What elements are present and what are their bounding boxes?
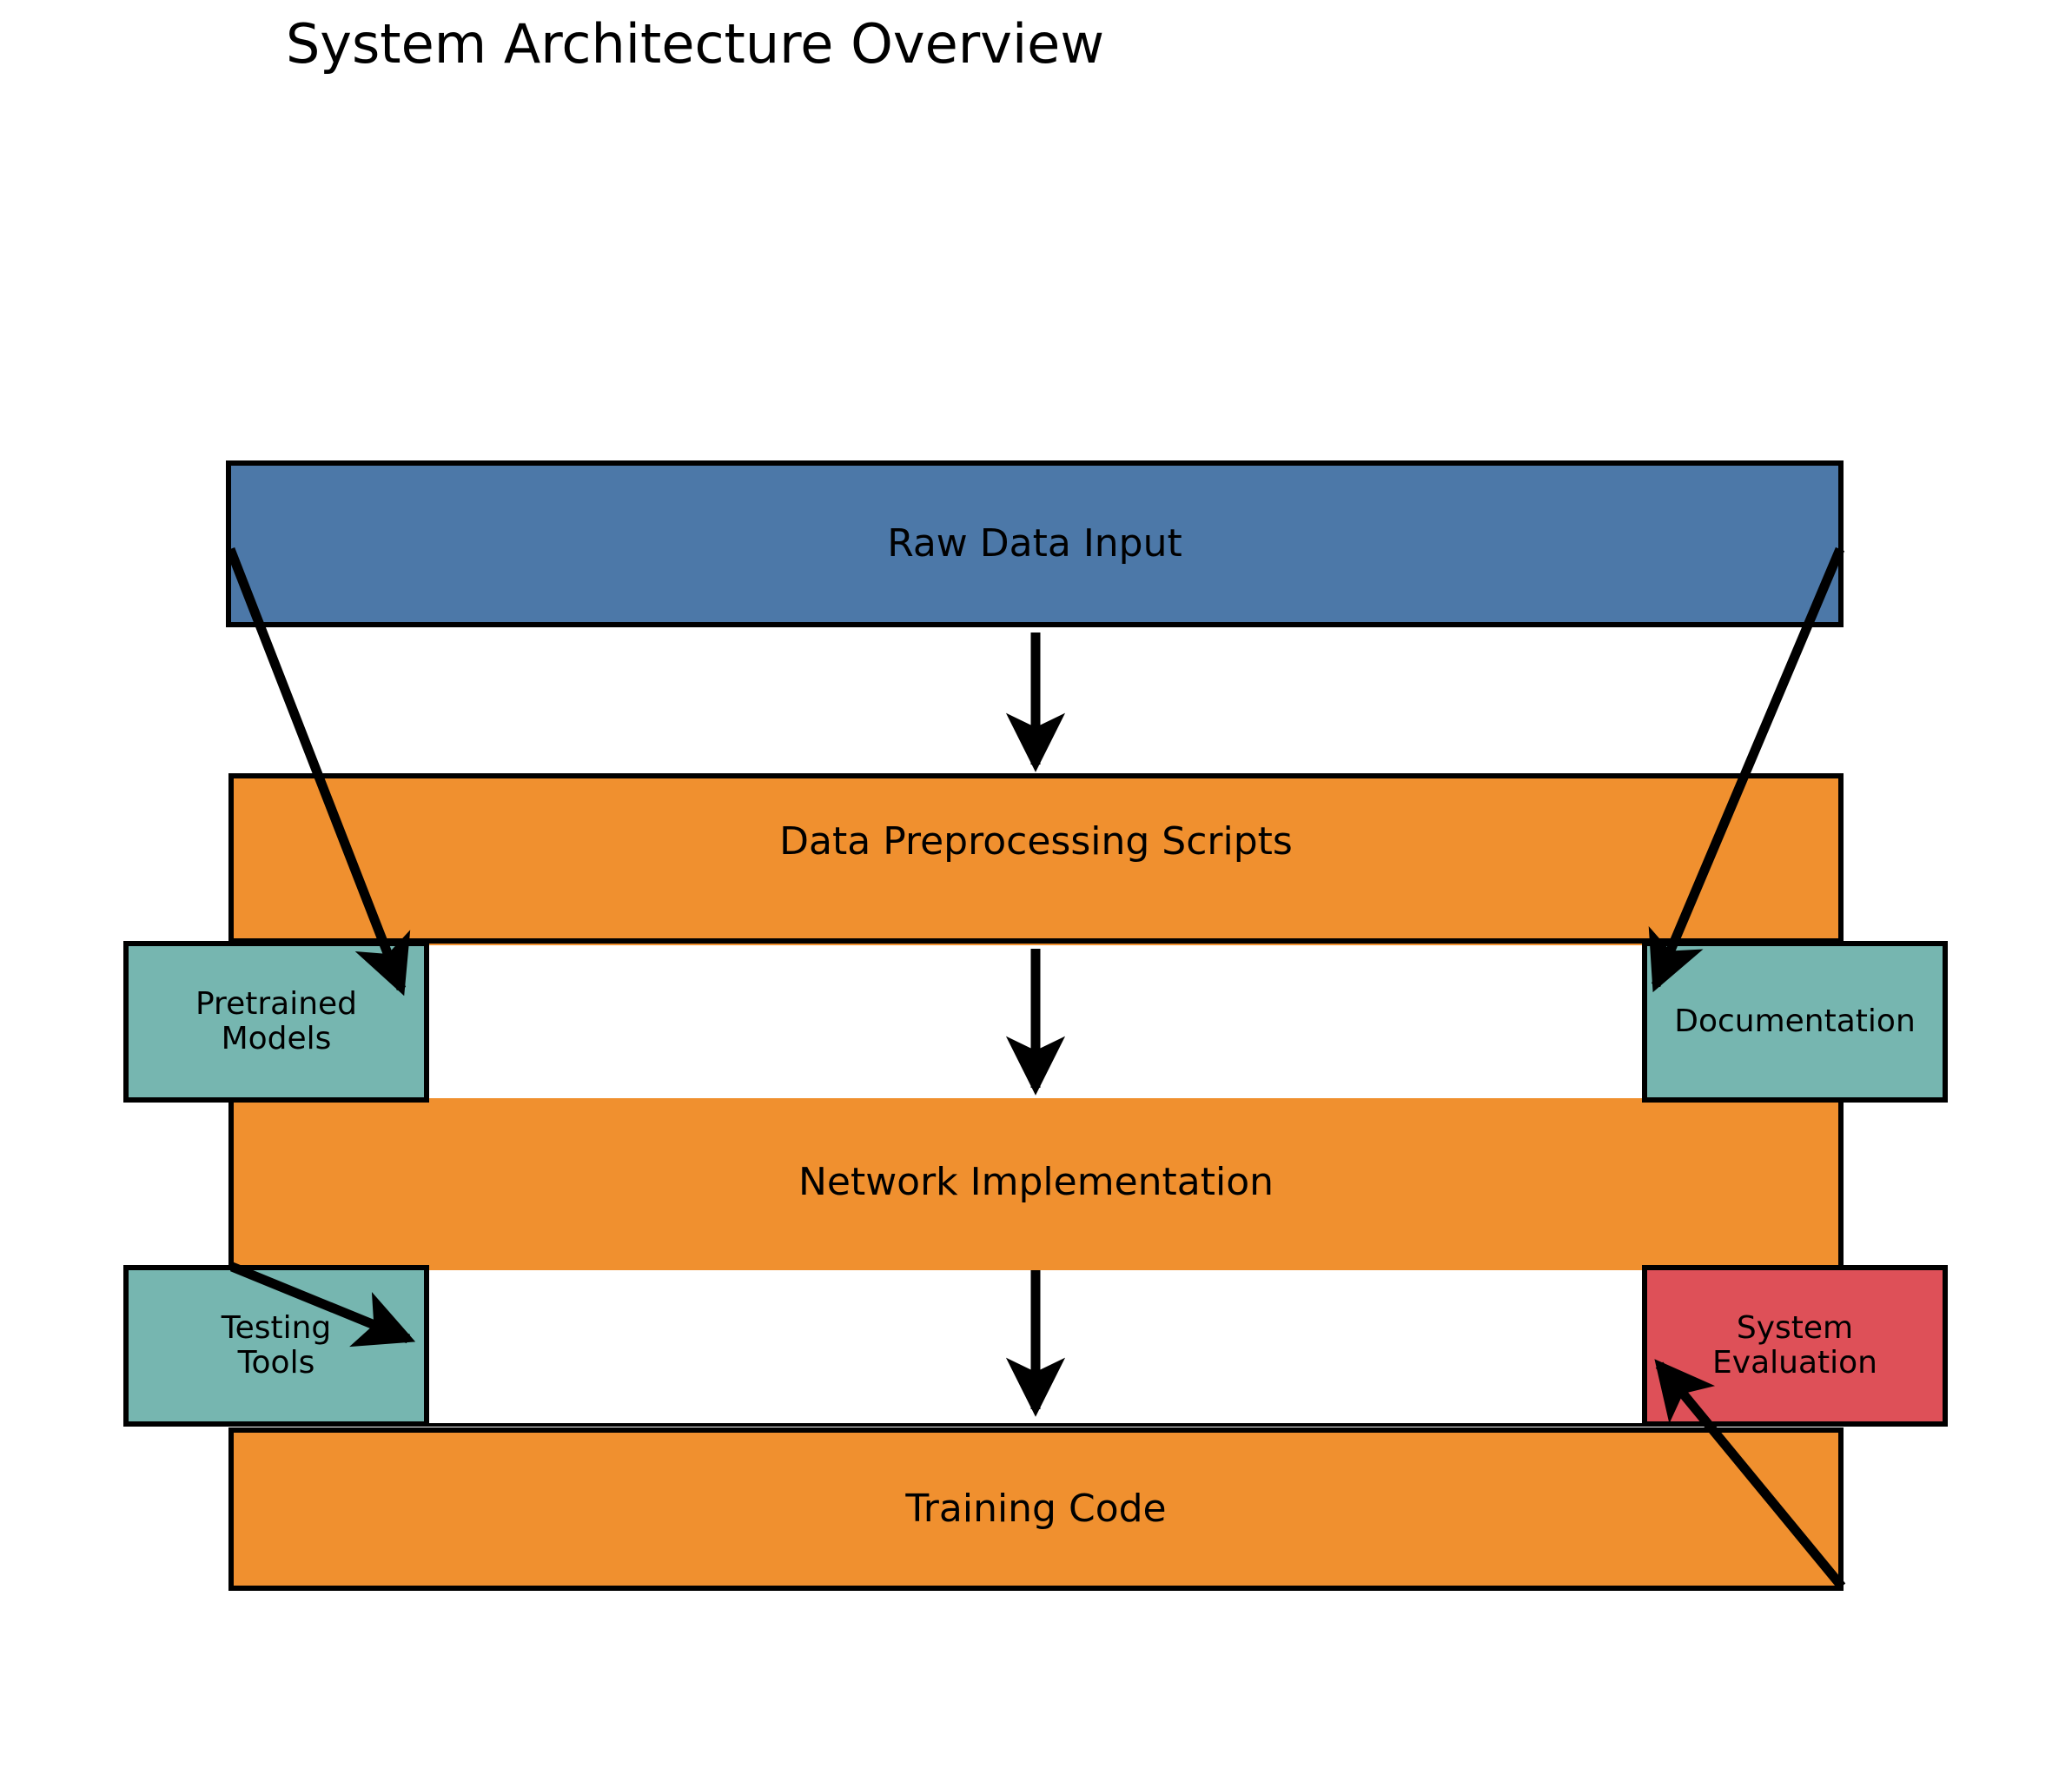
node-raw-data-input[interactable]: Raw Data Input: [226, 460, 1844, 627]
node-label-documentation: Documentation: [1674, 1003, 1916, 1039]
node-label-network-implementation: Network Implementation: [798, 1160, 1274, 1205]
node-label-raw-data-input: Raw Data Input: [887, 521, 1182, 566]
node-label-pretrained-models: Pretrained Models: [195, 985, 358, 1056]
orange-band-mask-lower: [288, 1270, 1784, 1423]
node-documentation[interactable]: Documentation: [1642, 941, 1948, 1103]
node-system-evaluation[interactable]: System Evaluation: [1642, 1265, 1948, 1427]
page-title: System Architecture Overview: [285, 12, 1105, 76]
orange-band-mask-upper: [288, 945, 1784, 1098]
node-label-training-code: Training Code: [905, 1487, 1167, 1532]
node-training-code[interactable]: Training Code: [228, 1427, 1844, 1591]
node-label-data-preprocessing-scripts: Data Preprocessing Scripts: [779, 819, 1293, 864]
node-pretrained-models[interactable]: Pretrained Models: [123, 941, 429, 1103]
node-testing-tools[interactable]: Testing Tools: [123, 1265, 429, 1427]
node-label-testing-tools: Testing Tools: [221, 1309, 332, 1381]
node-label-system-evaluation: System Evaluation: [1712, 1309, 1877, 1381]
